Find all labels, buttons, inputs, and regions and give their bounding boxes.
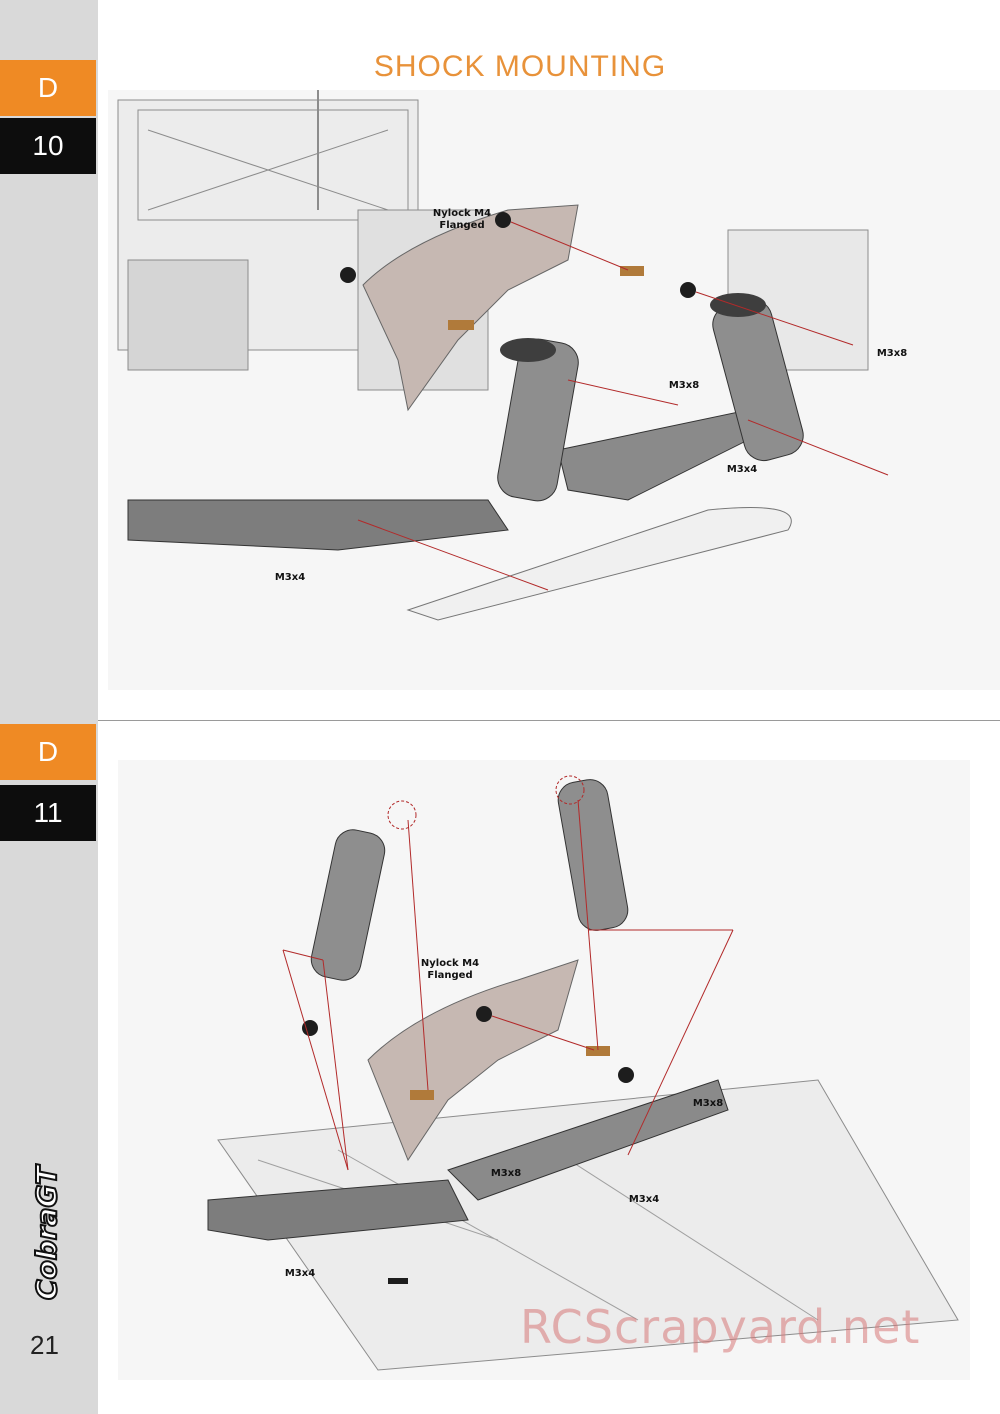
section-divider (98, 720, 1000, 721)
watermark: RCScrapyard.net (520, 1300, 921, 1354)
sidebar (0, 0, 98, 1414)
label-m3x8-center-11: M3x8 (490, 1168, 522, 1179)
right-arm (557, 409, 769, 501)
shock-left (497, 338, 579, 502)
step-letter-d10: D (0, 60, 96, 116)
chassis-assembly-drawing-11 (207, 775, 959, 1371)
shock-right-11 (555, 775, 629, 931)
logo-text: CobraGT (30, 1164, 63, 1300)
chassis-assembly-drawing-10 (117, 90, 889, 621)
nylock-nut-b (680, 282, 696, 298)
front-arm-11 (207, 1179, 469, 1241)
nylock-nut-a (495, 212, 511, 228)
label-m3x8-right-11: M3x8 (692, 1098, 724, 1109)
shock-left-11 (310, 800, 417, 981)
nylock-nut-c (340, 267, 356, 283)
leader-lines (357, 221, 889, 591)
cobra-gt-logo: CobraGT (29, 1163, 64, 1301)
lower-plate (406, 507, 792, 621)
leader-lines-11 (282, 799, 734, 1171)
ballstud-a (620, 266, 644, 276)
page-title: SHOCK MOUNTING (373, 50, 667, 83)
label-m3x4-right-10: M3x4 (726, 464, 758, 475)
rear-arm-11 (447, 1079, 729, 1201)
step-number-11: 11 (0, 785, 96, 841)
label-m3x4-right-11: M3x4 (628, 1194, 660, 1205)
label-nylock-m4-flanged-10: Nylock M4 Flanged (432, 208, 492, 231)
shock-tower (362, 204, 579, 412)
shock-tower-11 (367, 959, 579, 1162)
label-m3x4-left-10: M3x4 (274, 572, 306, 583)
ballstud-b (448, 320, 474, 330)
label-m3x4-left-11: M3x4 (284, 1268, 316, 1279)
label-m3x8-right-10: M3x8 (876, 348, 908, 359)
step-10-illustration (108, 90, 1000, 690)
page-number: 21 (30, 1330, 59, 1360)
label-nylock-m4-flanged-11: Nylock M4 Flanged (420, 958, 480, 981)
step-number-10: 10 (0, 118, 96, 174)
step-11-illustration (118, 760, 970, 1380)
label-m3x8-center-10: M3x8 (668, 380, 700, 391)
left-arm (127, 499, 509, 551)
step-letter-d11: D (0, 724, 96, 780)
